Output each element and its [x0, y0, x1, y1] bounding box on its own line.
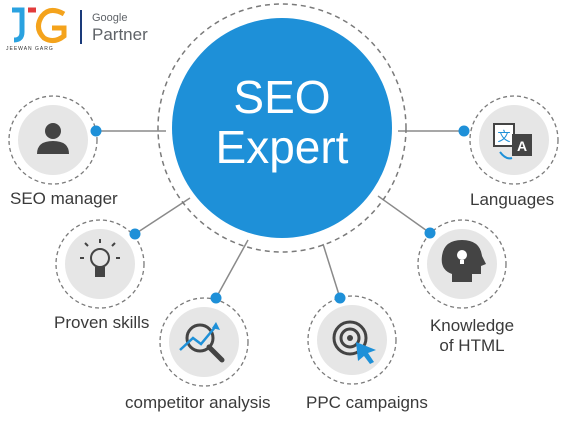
- center-title-line1: SEO: [233, 71, 330, 123]
- dot-languages: [458, 125, 470, 137]
- translate-icon: 文 A: [493, 123, 532, 160]
- target-cursor-icon: [332, 320, 376, 364]
- center-circle: [172, 18, 392, 238]
- svg-text:A: A: [517, 138, 527, 154]
- label-ppc-campaigns: PPC campaigns: [306, 393, 428, 412]
- lightbulb-icon: [80, 239, 120, 277]
- center-title-line2: Expert: [216, 121, 349, 173]
- dot-ppc: [334, 292, 346, 304]
- node-languages: 文 A: [458, 95, 559, 185]
- dot-competitor: [210, 292, 222, 304]
- connector-ppc: [322, 243, 341, 299]
- jg-logo-icon: [12, 7, 67, 44]
- dot-html: [424, 227, 436, 239]
- magnifier-chart-icon: [179, 322, 225, 363]
- connectors: [96, 130, 464, 299]
- connector-proven-skills: [134, 197, 191, 235]
- label-seo-manager: SEO manager: [10, 189, 118, 208]
- brand-logo: [6, 4, 78, 51]
- label-competitor-analysis: competitor analysis: [125, 393, 271, 412]
- connector-competitor: [215, 239, 249, 299]
- label-knowledge-line2: of HTML: [439, 336, 505, 355]
- node-ppc-campaigns: [307, 292, 397, 385]
- node-competitor-analysis: [159, 292, 249, 387]
- head-bulb-icon: [441, 240, 486, 282]
- connector-html: [377, 195, 431, 234]
- center-dashed-ring: [157, 3, 407, 253]
- logo-divider: [80, 10, 82, 44]
- node-proven-skills: [55, 219, 145, 309]
- label-knowledge-html: Knowledge of HTML: [424, 316, 520, 356]
- dot-seo-manager: [90, 125, 102, 137]
- brand-tagline: JEEWAN GARG: [6, 46, 54, 52]
- label-knowledge-line1: Knowledge: [429, 316, 515, 335]
- google-text: Google: [92, 12, 128, 24]
- user-icon: [37, 123, 69, 154]
- label-proven-skills: Proven skills: [54, 313, 150, 332]
- svg-text:文: 文: [497, 130, 510, 145]
- dot-proven-skills: [129, 228, 141, 240]
- node-knowledge-html: [417, 219, 507, 309]
- partner-text: Partner: [92, 25, 148, 44]
- label-languages: Languages: [470, 190, 555, 209]
- node-seo-manager: [8, 95, 102, 185]
